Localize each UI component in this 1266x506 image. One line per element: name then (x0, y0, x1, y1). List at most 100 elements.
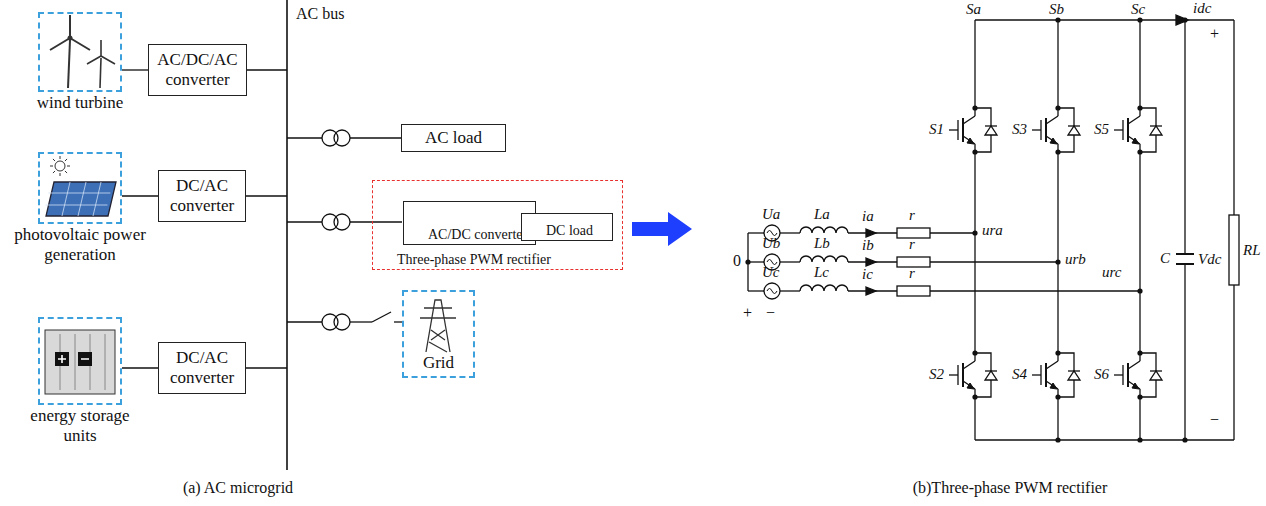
signal-label: Uc (762, 265, 780, 280)
junction-dot (1137, 437, 1142, 442)
igbt-symbol (1128, 361, 1140, 369)
diode-symbol (1068, 126, 1080, 135)
wire (780, 261, 800, 262)
sine-mark (767, 289, 777, 294)
turbine-tower (68, 40, 70, 88)
junction-dot (1055, 105, 1060, 110)
wire (930, 290, 1140, 291)
diode-symbol (1068, 370, 1080, 371)
sun-ray (50, 166, 53, 167)
inductor-symbol (800, 256, 848, 262)
diode-symbol (985, 126, 997, 135)
box-caption: Three-phase PWM rectifier (397, 252, 551, 267)
signal-label: Sb (1049, 2, 1064, 17)
sun-ray (60, 173, 61, 176)
signal-label: C (1160, 251, 1170, 266)
signal-label: Ub (762, 236, 780, 251)
wire (780, 290, 800, 291)
resistor-symbol (897, 286, 930, 296)
signal-label: Vdc (1198, 252, 1221, 267)
signal-label: + (743, 305, 752, 321)
turbine-hub (68, 36, 73, 41)
transformer-symbol (334, 130, 350, 146)
igbt-arrow (1050, 383, 1057, 389)
signal-label: S5 (1094, 122, 1109, 137)
pointer-arrow (632, 212, 692, 246)
storage-cabinet (45, 330, 115, 394)
sine-mark (767, 231, 777, 236)
signal-label: S4 (1012, 367, 1027, 382)
process-box: DC/AC converter (158, 342, 246, 394)
wire (247, 69, 287, 70)
box-label: DC/AC converter (164, 348, 240, 387)
igbt-arrow (1050, 138, 1057, 144)
current-arrow (866, 229, 876, 237)
leg-wire (1057, 397, 1058, 440)
box-caption: wind turbine (15, 93, 145, 113)
junction-dot (1055, 437, 1060, 442)
switch-symbol (372, 312, 391, 322)
wire (930, 232, 975, 233)
source-box: energy storage units (38, 317, 122, 405)
connector-wire (122, 195, 158, 196)
panel-grid (45, 205, 107, 206)
box-label: DC/AC converter (164, 176, 240, 215)
box-label: DC load (546, 223, 593, 238)
panel-grid (62, 182, 70, 216)
connector-wire (122, 69, 148, 70)
signal-label: − (1210, 412, 1219, 428)
signal-label: ib (862, 238, 874, 253)
sine-mark (767, 260, 777, 265)
wire (748, 232, 764, 233)
leg-wire (1139, 397, 1140, 440)
junction-dot (972, 105, 977, 110)
signal-label: RL (1243, 243, 1261, 258)
ac-source-symbol (764, 283, 780, 299)
signal-label: urb (1065, 252, 1086, 267)
grid-box: Grid (402, 290, 475, 378)
igbt-symbol (949, 129, 958, 130)
bus-label: AC bus (296, 6, 344, 22)
signal-label: urc (1102, 265, 1121, 280)
igbt-symbol (963, 136, 975, 144)
signal-label: r (909, 266, 915, 281)
signal-label: r (909, 208, 915, 223)
signal-label: La (814, 207, 830, 222)
igbt-symbol (1128, 381, 1140, 389)
igbt-symbol (1032, 374, 1041, 375)
diode-symbol (985, 370, 997, 371)
diode-symbol (1068, 371, 1080, 380)
igbt-symbol (962, 118, 964, 142)
igbt-symbol (1045, 118, 1047, 142)
group-box: Three-phase PWM rectifier AC/DC converter… (372, 180, 623, 270)
sun-ray (60, 156, 61, 159)
igbt-symbol (1128, 116, 1140, 124)
process-box: AC/DC converter (403, 201, 536, 245)
igbt-symbol (1114, 374, 1123, 375)
diode-symbol (1150, 370, 1162, 371)
diode-symbol (985, 371, 997, 380)
box-caption: photovoltaic power generation (0, 225, 170, 264)
leg-wire (1057, 20, 1058, 108)
signal-label: idc (1193, 1, 1211, 16)
igbt-arrow (1132, 138, 1139, 144)
capacitor-symbol (1176, 253, 1194, 255)
panel-grid (48, 193, 110, 194)
wire (287, 221, 322, 222)
load-wire (1233, 285, 1234, 440)
transmission-tower (420, 300, 456, 352)
junction-dot (1055, 350, 1060, 355)
igbt-symbol (1128, 136, 1140, 144)
connector-wire (122, 367, 158, 368)
signal-label: ia (862, 209, 874, 224)
signal-label: 0 (733, 253, 741, 269)
source-box: photovoltaic power generation (38, 152, 122, 224)
signal-label: S2 (929, 367, 944, 382)
sun-ray (65, 171, 67, 173)
capacitor-wire (1184, 264, 1185, 440)
inductor-symbol (800, 227, 848, 233)
turbine-tower (100, 58, 101, 88)
wire (748, 261, 764, 262)
sun-ray (65, 159, 67, 161)
wire (246, 195, 287, 196)
